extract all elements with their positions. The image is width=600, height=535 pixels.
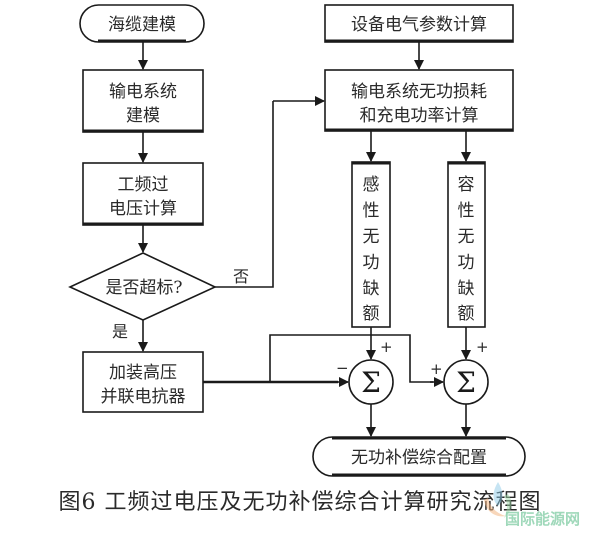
capacitive-char-4: 功 [458,253,475,273]
line-decision-no [215,101,274,288]
inductive-char-6: 额 [363,304,380,324]
watermark-logo-icon [484,482,512,518]
node-power-freq-overvoltage: 工频过 电压计算 [82,162,204,226]
decision-label: 是否超标? [105,278,182,298]
capacitive-char-5: 缺 [458,279,475,299]
node-transmission-modeling-line2: 建模 [126,106,160,126]
capacitive-char-3: 无 [458,227,475,247]
node-capacitive-shortage: 容 性 无 功 缺 额 [447,161,486,328]
node-cable-modeling: 海缆建模 [79,4,205,43]
watermark-text: 国际能源网 [505,510,581,528]
inductive-char-4: 功 [363,253,380,273]
node-cable-modeling-label: 海缆建模 [108,15,176,35]
node-install-reactor-line1: 加装高压 [109,363,177,383]
node-reactive-loss-line1: 输电系统无功损耗 [351,82,487,102]
inductive-char-5: 缺 [363,279,380,299]
node-install-reactor-line2: 并联电抗器 [101,387,186,407]
capacitive-char-1: 容 [458,175,475,195]
inductive-char-3: 无 [363,227,380,247]
node-overvoltage-line2: 电压计算 [109,199,177,219]
line-reactor-to-sum2 [269,334,433,383]
node-transmission-modeling-line1: 输电系统 [109,82,177,102]
capacitive-char-6: 额 [458,304,475,324]
node-final-config: 无功补偿综合配置 [312,436,526,477]
node-inductive-shortage: 感 性 无 功 缺 额 [351,161,391,328]
inductive-char-1: 感 [363,175,380,195]
node-overvoltage-line1: 工频过 [118,175,169,195]
sigma-icon: Σ [361,366,381,399]
sum1-plus-sign: + [380,338,393,356]
sum2-plus-sign-top: + [476,338,489,356]
capacitive-char-2: 性 [458,201,475,221]
inductive-char-2: 性 [363,201,380,221]
sum-junction-inductive: Σ + − [336,338,394,405]
node-transmission-modeling: 输电系统 建模 [82,69,204,133]
node-reactive-loss-calc: 输电系统无功损耗 和充电功率计算 [324,69,514,132]
decision-no-label: 否 [233,267,249,286]
sigma-icon: Σ [456,366,476,399]
decision-yes-label: 是 [112,322,128,341]
node-decision: 是否超标? [68,252,217,321]
node-equipment-params: 设备电气参数计算 [324,4,514,43]
node-final-config-label: 无功补偿综合配置 [351,448,487,468]
figure-caption: 图6 工频过电压及无功补偿综合计算研究流程图 [58,490,542,515]
node-install-reactor: 加装高压 并联电抗器 [82,351,204,413]
sum2-plus-sign-left: + [430,360,443,378]
sum-junction-capacitive: Σ + + [430,338,489,405]
node-reactive-loss-line2: 和充电功率计算 [360,106,479,126]
node-equipment-params-label: 设备电气参数计算 [351,15,487,35]
sum1-minus-sign: − [336,359,349,377]
